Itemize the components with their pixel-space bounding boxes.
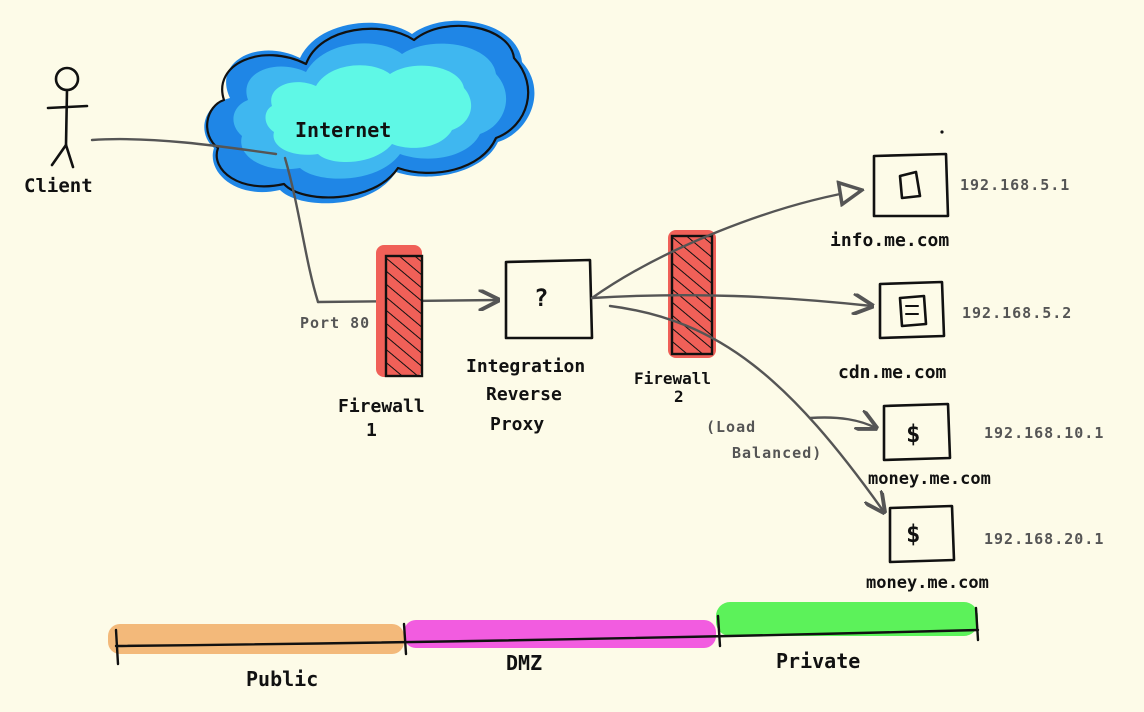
firewall-1 [376, 245, 424, 378]
server-money-1 [882, 402, 952, 462]
internet-label: Internet [295, 118, 391, 142]
proxy-to-money-arrow [608, 304, 884, 512]
zone-public-label: Public [246, 667, 318, 691]
client-label: Client [24, 175, 93, 197]
server-money-2 [888, 504, 956, 564]
load-balanced-line1: (Load [706, 418, 756, 436]
proxy-label-line2: Reverse [486, 384, 562, 405]
server-cdn-ip: 192.168.5.2 [962, 304, 1072, 322]
client-figure-icon [46, 66, 89, 169]
zone-dmz-label: DMZ [506, 651, 542, 675]
server-money-1-ip: 192.168.10.1 [984, 424, 1104, 442]
firewall-1-label: Firewall [338, 396, 425, 417]
load-balanced-line2: Balanced) [732, 444, 822, 462]
internet-port-link [283, 156, 320, 304]
document-icon [898, 170, 922, 200]
load-balancer-arrow [808, 417, 876, 428]
server-money-2-name: money.me.com [866, 573, 989, 593]
proxy-to-cdn-arrow [590, 295, 872, 306]
proxy-label-line1: Integration [466, 356, 585, 377]
server-cdn [878, 280, 946, 340]
internet-cloud-icon [204, 20, 535, 204]
firewall-2-label: Firewall [634, 369, 711, 388]
zones-bar [108, 602, 980, 666]
server-cdn-name: cdn.me.com [838, 362, 947, 383]
server-info [872, 130, 950, 218]
file-icon [898, 294, 928, 328]
client-internet-link [90, 137, 278, 156]
dollar-icon: $ [906, 420, 920, 448]
proxy-question-icon: ? [534, 284, 548, 312]
server-money-1-name: money.me.com [868, 469, 991, 489]
server-info-name: info.me.com [830, 230, 949, 251]
port-label: Port 80 [300, 314, 370, 332]
dollar-icon: $ [906, 520, 920, 548]
firewall-2-number: 2 [674, 387, 684, 406]
proxy-box [504, 258, 594, 340]
zone-private-label: Private [776, 649, 860, 673]
firewall-1-number: 1 [366, 420, 377, 441]
server-info-ip: 192.168.5.1 [960, 176, 1070, 194]
proxy-label-line3: Proxy [490, 414, 544, 435]
proxy-to-info-arrow [590, 190, 862, 300]
server-money-2-ip: 192.168.20.1 [984, 530, 1104, 548]
